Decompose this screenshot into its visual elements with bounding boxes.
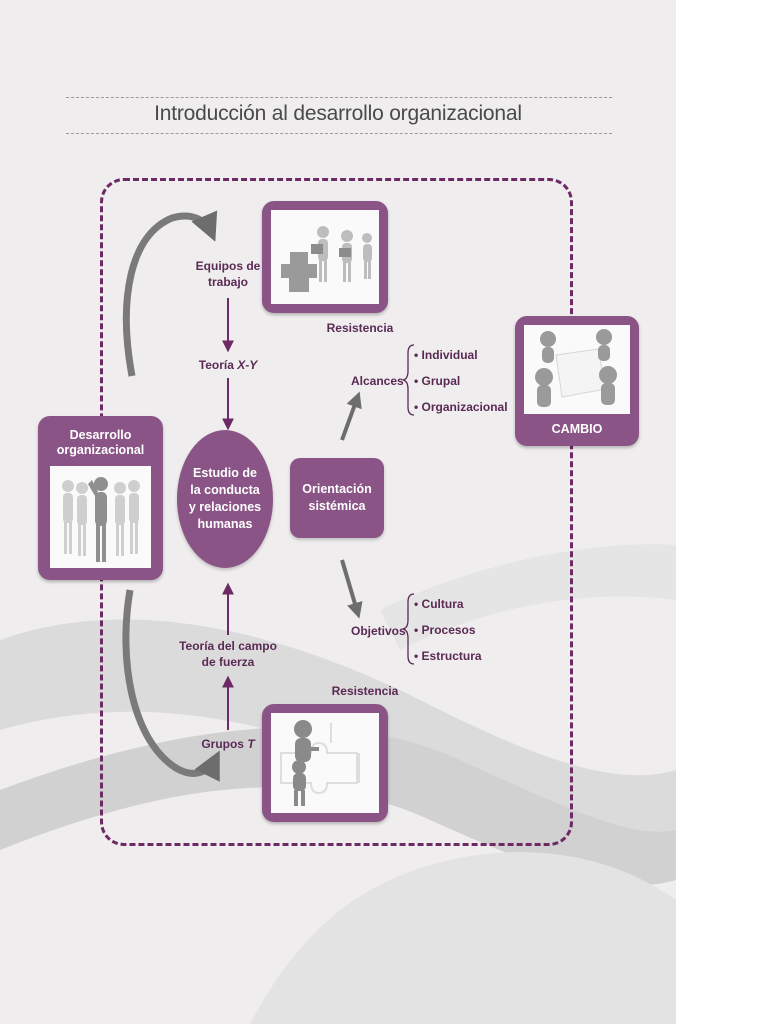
cambio-box: CAMBIO [515, 316, 639, 446]
page: Introducción al desarrollo organizaciona… [0, 0, 676, 1024]
people-puzzle-icon [524, 325, 630, 414]
resistencia-bottom-label: Resistencia [331, 684, 399, 698]
orientacion-sistemica-box: Orientación sistémica [290, 458, 384, 538]
alcances-list: • Individual • Grupal • Organizacional [414, 342, 508, 420]
figure-climbing-puzzle-icon [271, 713, 379, 813]
desarrollo-organizacional-box: Desarrollo organizacional [38, 416, 163, 580]
people-crowd-figures-icon [50, 466, 151, 568]
list-item: • Cultura [414, 597, 464, 611]
grupos-prefix: Grupos [201, 737, 248, 751]
objetivos-label: Objetivos [351, 624, 406, 638]
orientacion-sistemica-text: Orientación sistémica [302, 482, 372, 513]
title-bottom-rule [66, 133, 612, 134]
grupos-italic: T [247, 737, 255, 751]
desarrollo-organizacional-label: Desarrollo organizacional [56, 428, 145, 457]
diagram-connectors [122, 210, 415, 782]
grupos-t-label: Grupos T [183, 736, 273, 752]
list-item: • Individual [414, 348, 478, 362]
teoria-xy-prefix: Teoría [198, 358, 238, 372]
page-title: Introducción al desarrollo organizaciona… [154, 102, 522, 125]
list-item: • Estructura [414, 649, 482, 663]
equipos-photo-box [262, 201, 388, 313]
grupos-photo-box [262, 704, 388, 822]
figures-carrying-boxes-icon [271, 210, 379, 304]
teoria-campo-label: Teoría del campo de fuerza [179, 639, 277, 669]
alcances-label: Alcances [351, 374, 404, 388]
resistencia-top-label: Resistencia [326, 321, 394, 335]
equipos-label: Equipos de trabajo [195, 259, 261, 289]
teoria-xy-italic: X-Y [237, 358, 258, 372]
title-top-rule [66, 97, 612, 98]
objetivos-list: • Cultura • Procesos • Estructura [414, 591, 482, 669]
list-item: • Organizacional [414, 400, 508, 414]
teoria-xy-label: Teoría X-Y [183, 357, 273, 373]
cambio-label: CAMBIO [551, 422, 603, 436]
estudio-conducta-text: Estudio de la conducta y relaciones huma… [188, 466, 262, 531]
estudio-conducta-oval: Estudio de la conducta y relaciones huma… [177, 430, 273, 568]
list-item: • Grupal [414, 374, 461, 388]
list-item: • Procesos [414, 623, 476, 637]
